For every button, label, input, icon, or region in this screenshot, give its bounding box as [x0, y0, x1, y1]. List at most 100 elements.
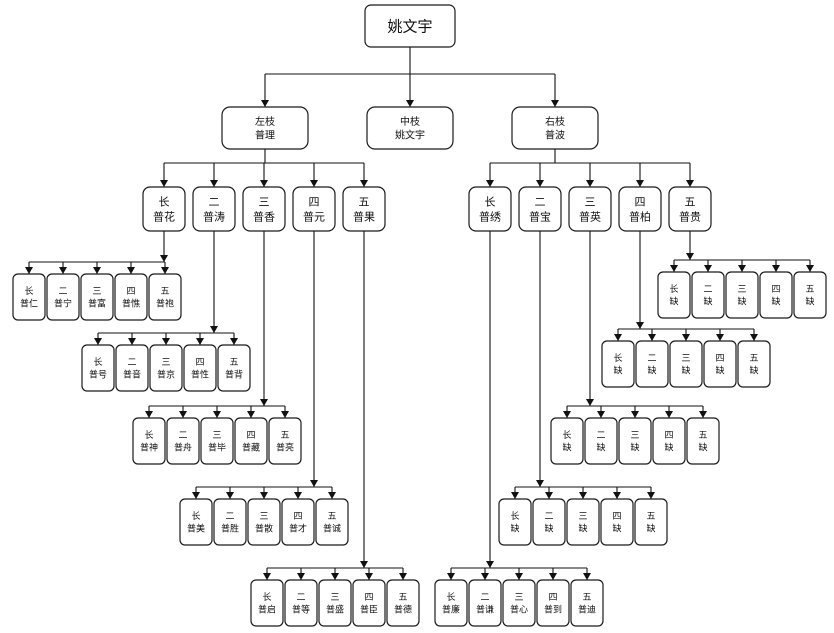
grandchild-row-4-drop-0-head	[192, 492, 200, 499]
grandchild-row-3-node-2: 二普舟	[166, 417, 200, 465]
grandchild-row-2-node-4-line-1: 四	[195, 358, 204, 368]
grandchild-row-2-node-1-line-1: 长	[93, 356, 102, 368]
grandchild-row-1-drop-3-head	[127, 267, 135, 274]
left-child-drop-1-head	[210, 180, 218, 187]
grandchild-row-6-drop-3-head	[549, 573, 557, 580]
grandchild-row-2-drop-3-head	[196, 338, 204, 345]
branch-middle-line-2: 姚文宇	[395, 128, 425, 141]
grandchild-row-10-node-1-frame	[657, 271, 691, 319]
grandchild-row-5-node-1-line-2: 普启	[258, 603, 276, 615]
grandchild-row-6-node-3-frame	[502, 579, 536, 627]
left-child-node-2-line-2: 普涛	[203, 209, 225, 223]
grandchild-row-8-node-2-line-1: 二	[596, 431, 605, 441]
grandchild-row-3-node-4-line-2: 普藏	[242, 441, 260, 453]
grandchild-row-4-node-4-frame	[281, 498, 315, 546]
left-child-node-5-frame	[342, 186, 386, 232]
branch-drop-0-head	[261, 100, 269, 107]
grandchild-row-10-node-3-line-2: 缺	[737, 295, 746, 307]
grandchild-row-4-node-4-line-1: 四	[293, 512, 302, 522]
grandchild-row-9-node-2-frame	[635, 340, 669, 388]
grandchild-row-7-node-1-line-2: 缺	[510, 522, 519, 534]
grandchild-row-8-drop-2-head	[631, 411, 639, 418]
grandchild-row-6-node-2-frame	[468, 579, 502, 627]
grandchild-row-5-drop-0-head	[263, 573, 271, 580]
grandchild-row-1-node-3: 三普富	[80, 273, 114, 321]
grandchild-row-6-node-1-line-1: 长	[446, 591, 455, 603]
grandchild-row-8-node-1: 长缺	[550, 417, 584, 465]
grandchild-row-3-node-1-frame	[132, 417, 166, 465]
grandchild-row-1-node-1-line-1: 长	[24, 285, 33, 297]
grandchild-row-2-node-3-line-2: 普京	[157, 368, 175, 380]
grandchild-row-10-node-5: 五缺	[793, 271, 827, 319]
grandchild-row-5-node-5-frame	[386, 579, 420, 627]
grandchild-row-7-node-4-line-1: 四	[612, 512, 621, 522]
grandchild-row-9-node-1-line-2: 缺	[613, 364, 622, 376]
grandchild-row-4-stem-head	[310, 480, 318, 487]
grandchild-row-4-node-4: 四普才	[281, 498, 315, 546]
grandchild-row-5-node-5-line-1: 五	[398, 593, 407, 603]
grandchild-row-4-drop-3-head	[294, 492, 302, 499]
grandchild-row-6-node-2-line-2: 普谦	[476, 603, 494, 615]
grandchild-row-3-stem-head	[260, 399, 268, 406]
grandchild-row-6-node-4: 四普到	[536, 579, 570, 627]
grandchild-row-1-drop-2-head	[93, 267, 101, 274]
grandchild-row-3-node-4-line-1: 四	[246, 431, 255, 441]
grandchild-row-4-drop-4-head	[328, 492, 336, 499]
grandchild-row-8-node-1-frame	[550, 417, 584, 465]
left-child-node-1-frame	[142, 186, 186, 232]
grandchild-row-6-drop-2-head	[515, 573, 523, 580]
grandchild-row-6-node-4-line-2: 普到	[544, 603, 562, 615]
grandchild-row-4-node-1-frame	[179, 498, 213, 546]
grandchild-row-2-node-5-line-1: 五	[229, 358, 238, 368]
left-child-node-1-line-1: 长	[159, 196, 170, 209]
grandchild-row-9-node-4-frame	[703, 340, 737, 388]
grandchild-row-6-drop-0-head	[447, 573, 455, 580]
grandchild-row-4-node-2: 二普胜	[213, 498, 247, 546]
grandchild-row-3-node-5: 五普亮	[268, 417, 302, 465]
grandchild-row-2-node-3-line-1: 三	[161, 358, 170, 368]
grandchild-row-7-node-2-line-2: 缺	[544, 522, 553, 534]
grandchild-row-5-node-2-frame	[284, 579, 318, 627]
grandchild-row-3-node-3: 三普毕	[200, 417, 234, 465]
grandchild-row-2-node-5-frame	[217, 344, 251, 392]
grandchild-row-2-node-2-frame	[115, 344, 149, 392]
grandchild-row-10-node-2-line-2: 缺	[703, 295, 712, 307]
grandchild-row-8-drop-3-head	[665, 411, 673, 418]
grandchild-row-6-node-5: 五普迪	[570, 579, 604, 627]
grandchild-row-4-node-1: 长普美	[179, 498, 213, 546]
branch-drop-2-head	[551, 100, 559, 107]
grandchild-row-2-drop-1-head	[128, 338, 136, 345]
grandchild-row-6-node-1-line-2: 普廉	[442, 603, 460, 615]
grandchild-row-8-node-3-frame	[618, 417, 652, 465]
grandchild-row-10-node-1: 长缺	[657, 271, 691, 319]
grandchild-row-1-node-4-line-2: 普憔	[122, 297, 140, 309]
grandchild-row-4-node-1-line-2: 普美	[187, 522, 205, 534]
grandchild-row-1-node-3-frame	[80, 273, 114, 321]
grandchild-row-8-node-5-line-1: 五	[698, 431, 707, 441]
grandchild-row-3-node-1-line-2: 普神	[140, 441, 158, 453]
grandchild-row-4-node-5-line-2: 普诚	[323, 522, 341, 534]
grandchild-row-9-node-4-line-2: 缺	[715, 364, 724, 376]
grandchild-row-10-drop-4-head	[806, 265, 814, 272]
grandchild-row-6-node-3-line-1: 三	[514, 593, 523, 603]
grandchild-row-10-drop-2-head	[738, 265, 746, 272]
grandchild-row-4-node-3-line-2: 普散	[255, 522, 273, 534]
right-child-node-4-line-2: 普柏	[629, 209, 651, 223]
grandchild-row-5-drop-3-head	[365, 573, 373, 580]
grandchild-row-9-drop-0-head	[614, 334, 622, 341]
grandchild-row-6-node-5-frame	[570, 579, 604, 627]
left-child-node-1: 长普花	[142, 186, 186, 232]
grandchild-row-9-node-1-frame	[601, 340, 635, 388]
right-child-node-3-frame	[568, 186, 612, 232]
left-child-node-3-line-2: 普香	[253, 209, 275, 223]
grandchild-row-2-drop-4-head	[230, 338, 238, 345]
grandchild-row-8-node-5-line-2: 缺	[698, 441, 707, 453]
grandchild-row-8-node-2-line-2: 缺	[596, 441, 605, 453]
grandchild-row-8-node-4-frame	[652, 417, 686, 465]
grandchild-row-10-node-5-line-1: 五	[805, 285, 814, 295]
grandchild-row-10-node-3: 三缺	[725, 271, 759, 319]
grandchild-row-3-node-4-frame	[234, 417, 268, 465]
right-child-drop-4-head	[686, 180, 694, 187]
